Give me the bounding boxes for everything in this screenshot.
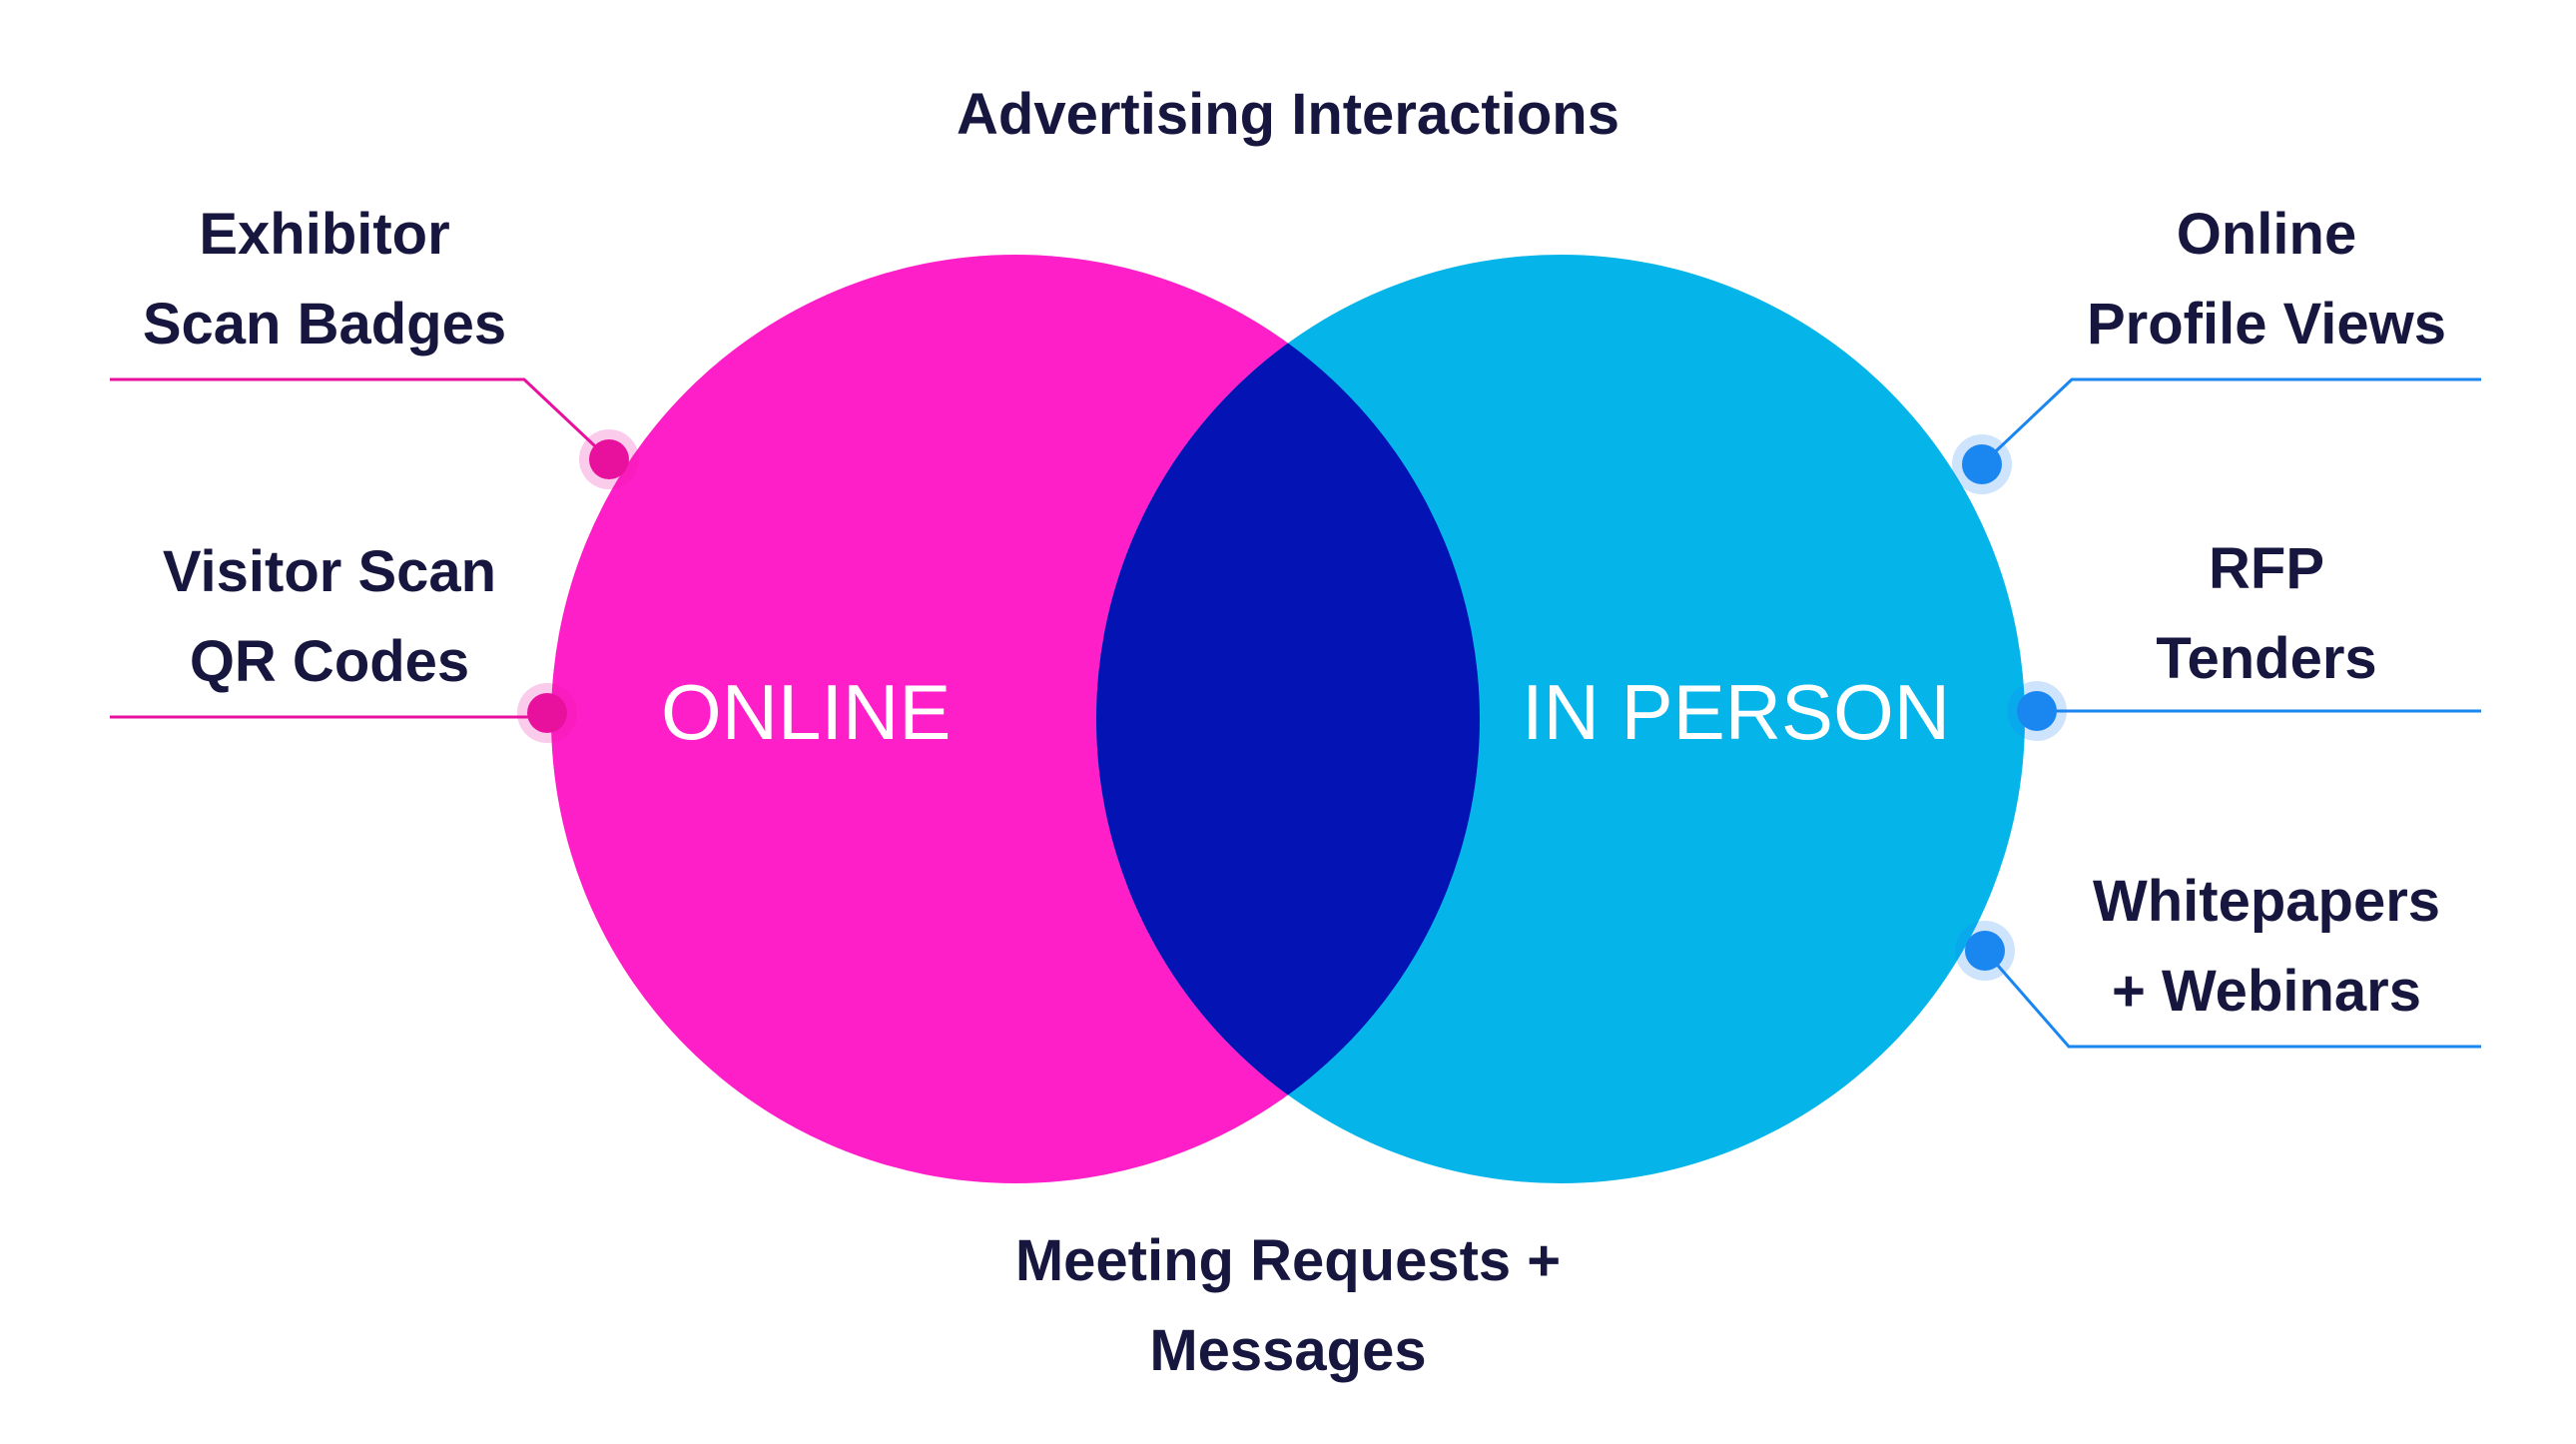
title-text: Advertising Interactions (957, 82, 1619, 147)
diagram-title: Advertising Interactions (899, 70, 1677, 160)
label-line: Exhibitor (199, 202, 450, 267)
whitepapers-webinars-label: Whitepapers + Webinars (2037, 857, 2496, 1037)
label-line: RFP (2209, 536, 2324, 601)
label-line: Profile Views (2087, 292, 2446, 357)
in-person-circle-label: IN PERSON (1522, 668, 1951, 756)
label-line: Messages (1149, 1318, 1427, 1383)
whitepapers-callout-connector (1955, 921, 2481, 1049)
visitor-callout-connector (110, 683, 577, 743)
rfp-callout-connector (2007, 681, 2481, 741)
label-line: + Webinars (2112, 959, 2421, 1024)
label-line: Tenders (2156, 626, 2377, 691)
visitor-scan-qr-label: Visitor Scan QR Codes (100, 527, 559, 707)
label-line: Online (2176, 202, 2357, 267)
rfp-tenders-label: RFP Tenders (2037, 524, 2496, 704)
exhibitor-scan-badges-label: Exhibitor Scan Badges (100, 190, 549, 369)
label-line: Meeting Requests + (1014, 1228, 1562, 1293)
online-profile-views-label: Online Profile Views (2037, 190, 2496, 369)
profile-views-callout-connector (1952, 377, 2481, 494)
overlap-region (1096, 255, 1480, 1183)
label-line: QR Codes (189, 629, 470, 694)
label-line: Visitor Scan (162, 539, 497, 604)
meeting-requests-label: Meeting Requests + Messages (899, 1216, 1677, 1396)
online-circle-label: ONLINE (661, 668, 952, 756)
label-line: Scan Badges (142, 292, 507, 357)
label-line: Whitepapers (2092, 869, 2441, 934)
exhibitor-callout-connector (110, 377, 639, 489)
